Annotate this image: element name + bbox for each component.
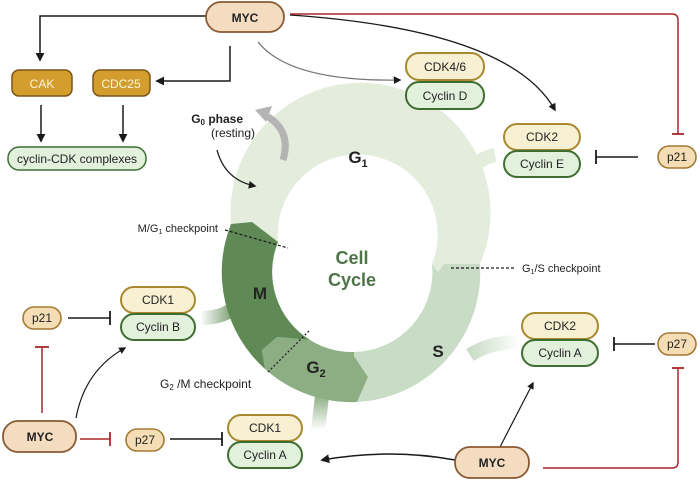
checkpoint-g1s-label: G1/S checkpoint <box>522 263 601 276</box>
node-cdk2-e-label: CDK2 <box>526 130 558 144</box>
arrow-myc-to-cdk46 <box>257 41 402 85</box>
node-cdk2-a-label: CDK2 <box>544 319 576 333</box>
phase-m-segment <box>221 222 310 369</box>
checkpoint-mg1-label: M/G1 checkpoint <box>138 223 218 236</box>
node-cdk1-cyclin-b[interactable]: CDK1 Cyclin B <box>120 286 196 341</box>
node-p21-left-label: p21 <box>32 311 52 325</box>
node-cdc25-label: CDC25 <box>101 77 141 91</box>
arrow-myc-to-cyclin-a-left <box>320 453 456 464</box>
node-p21-right-label: p21 <box>667 150 687 164</box>
inhibit-myc-to-p21-right <box>290 13 679 134</box>
node-p27-left-label: p27 <box>135 433 155 447</box>
g0-note: (resting) <box>211 126 255 140</box>
g0-label: G0 phase <box>191 112 243 127</box>
node-myc-top-label: MYC <box>232 11 259 25</box>
node-cyclin-a-left-label: Cyclin A <box>243 448 286 462</box>
g0-exit-arrow <box>263 111 289 162</box>
node-cyclin-d-label: Cyclin D <box>423 89 468 103</box>
node-myc-top[interactable]: MYC <box>205 1 285 33</box>
arrow-myc-to-cdk1-b <box>75 347 127 419</box>
node-p21-right[interactable]: p21 <box>657 145 697 169</box>
node-cdk1-cyclin-a[interactable]: CDK1 Cyclin A <box>227 414 303 469</box>
node-cyclin-b-label: Cyclin B <box>136 320 180 334</box>
node-cyclin-a-right-label: Cyclin A <box>538 346 581 360</box>
node-cdk1-b-label: CDK1 <box>142 293 174 307</box>
node-cak-label: CAK <box>30 77 55 91</box>
phase-g1-segment <box>230 82 491 272</box>
arrow-myc-to-cdk2-e <box>289 14 556 112</box>
node-cdk2-cyclin-e[interactable]: CDK2 Cyclin E <box>503 123 581 178</box>
g0-return-arrow <box>216 149 257 189</box>
branch-cyclin-a-right <box>466 335 521 362</box>
node-p21-left[interactable]: p21 <box>22 306 62 330</box>
node-cdc25[interactable]: CDC25 <box>92 69 151 97</box>
arrow-myc-to-cak <box>35 15 206 62</box>
cell-cycle-ring <box>221 82 491 403</box>
node-cyclin-e-label: Cyclin E <box>520 157 564 171</box>
node-p27-left[interactable]: p27 <box>125 428 165 452</box>
node-cdk46-cyclin-d[interactable]: CDK4/6 Cyclin D <box>405 52 485 110</box>
node-myc-left[interactable]: MYC <box>2 420 77 453</box>
node-p27-right[interactable]: p27 <box>657 332 697 356</box>
arrow-myc-to-cdc25 <box>155 46 231 86</box>
branch-cyclin-a-left <box>311 394 329 431</box>
node-cak[interactable]: CAK <box>11 69 73 97</box>
node-cyclin-cdk-label: cyclin-CDK complexes <box>17 152 137 166</box>
phase-m-label: M <box>253 284 267 303</box>
phase-g2-label: G2 <box>306 358 325 380</box>
node-myc-bottom[interactable]: MYC <box>454 446 530 479</box>
checkpoint-g2m-line <box>267 329 311 373</box>
checkpoint-g2m-label: G2 /M checkpoint <box>160 377 252 392</box>
center-title-line2: Cycle <box>328 270 376 290</box>
node-myc-left-label: MYC <box>27 430 54 444</box>
node-cdk46-label: CDK4/6 <box>424 60 466 74</box>
g0-exit-arrowhead <box>255 106 272 122</box>
center-title-line1: Cell <box>335 248 368 268</box>
phase-s-segment <box>354 264 481 402</box>
node-p27-right-label: p27 <box>667 337 687 351</box>
node-myc-bottom-label: MYC <box>479 456 506 470</box>
phase-g2-segment <box>262 337 368 403</box>
checkpoint-mg1-line <box>224 229 289 249</box>
arrow-myc-to-cdk2-a <box>499 381 534 448</box>
node-cdk1-a-label: CDK1 <box>249 421 281 435</box>
phase-s-label: S <box>432 342 443 361</box>
node-cdk2-cyclin-a[interactable]: CDK2 Cyclin A <box>521 312 599 367</box>
inhibit-myc-to-p27-right <box>543 368 679 469</box>
node-cyclin-cdk-complexes[interactable]: cyclin-CDK complexes <box>7 146 147 171</box>
phase-g1-label: G1 <box>348 148 367 170</box>
